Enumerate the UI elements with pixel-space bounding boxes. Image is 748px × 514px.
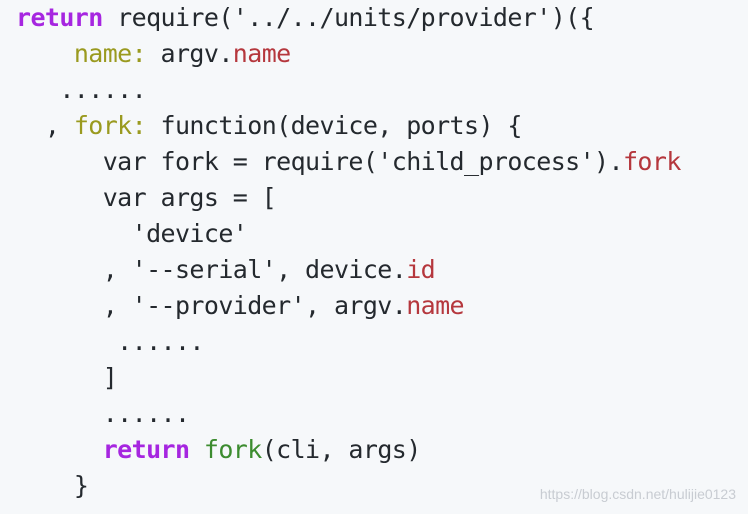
- code-indent: [16, 435, 103, 464]
- code-line: name: argv.name: [16, 36, 291, 72]
- code-line: , fork: function(device, ports) {: [16, 108, 523, 144]
- code-indent: [16, 327, 117, 356]
- code-token: , '--provider', argv.: [102, 291, 407, 320]
- code-token: ......: [117, 327, 204, 356]
- code-line: 'device': [16, 216, 248, 252]
- code-token: ......: [59, 75, 147, 104]
- code-token: ,: [44, 111, 74, 140]
- code-token: var args = [: [102, 183, 277, 212]
- code-token: name:: [73, 39, 147, 68]
- code-indent: [16, 39, 74, 68]
- code-line: , '--provider', argv.name: [16, 288, 465, 324]
- code-token: [189, 435, 203, 464]
- code-line: }: [16, 468, 89, 504]
- code-indent: [16, 147, 103, 176]
- code-token: return: [102, 435, 190, 464]
- code-token: id: [406, 255, 436, 284]
- code-token: name: [232, 39, 291, 68]
- code-line: return fork(cli, args): [16, 432, 422, 468]
- code-indent: [16, 399, 103, 428]
- code-token: 'device': [131, 219, 248, 248]
- code-line: ]: [16, 360, 118, 396]
- code-indent: [16, 219, 132, 248]
- code-token: fork: [622, 147, 681, 176]
- code-token: ......: [102, 399, 190, 428]
- code-token: var fork = require('child_process').: [102, 147, 624, 176]
- code-token: argv.: [146, 39, 234, 68]
- code-indent: [16, 291, 103, 320]
- code-line: return require('../../units/provider')({: [16, 0, 595, 36]
- code-line: ......: [16, 72, 146, 108]
- code-token: , '--serial', device.: [102, 255, 407, 284]
- code-indent: [16, 471, 74, 500]
- code-token: fork:: [73, 111, 147, 140]
- code-token: }: [73, 471, 89, 500]
- code-token: ]: [102, 363, 118, 392]
- code-token: function(device, ports) {: [146, 111, 523, 140]
- code-line: var fork = require('child_process').fork: [16, 144, 682, 180]
- code-line: var args = [: [16, 180, 277, 216]
- code-token: return: [16, 3, 103, 32]
- code-indent: [16, 75, 59, 104]
- code-indent: [16, 183, 103, 212]
- code-line: ......: [16, 396, 190, 432]
- code-token: require('../../units/provider')({: [102, 3, 595, 32]
- code-token: (cli, args): [261, 435, 422, 464]
- code-indent: [16, 255, 103, 284]
- code-token: fork: [203, 435, 262, 464]
- code-line: , '--serial', device.id: [16, 252, 436, 288]
- code-token: name: [406, 291, 465, 320]
- code-line: ......: [16, 324, 204, 360]
- watermark: https://blog.csdn.net/hulijie0123: [539, 486, 736, 502]
- code-indent: [16, 363, 103, 392]
- code-indent: [16, 111, 45, 140]
